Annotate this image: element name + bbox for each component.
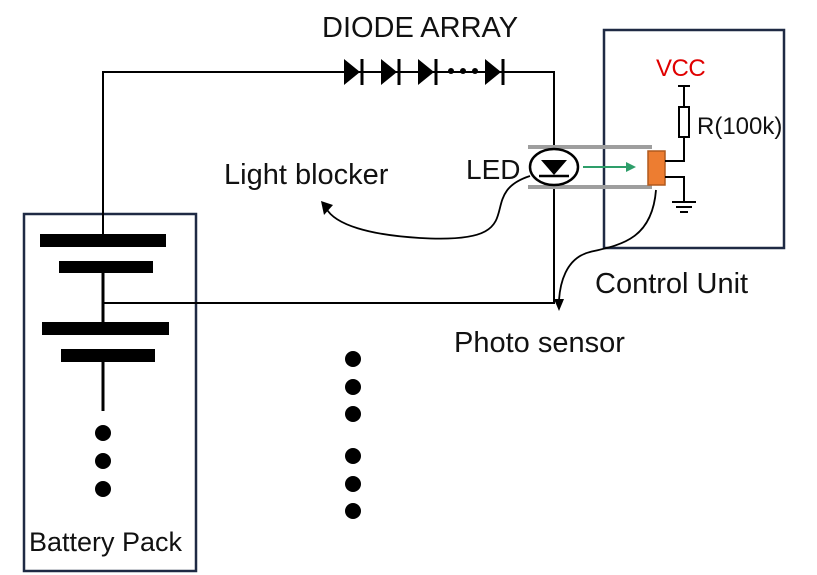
- diode-to-led-wire: [500, 71, 555, 146]
- light-blocker-arrowhead: [321, 201, 333, 215]
- resistor-icon: [665, 85, 690, 162]
- light-beam-arrow: [583, 162, 636, 172]
- battery-cell-icon: [59, 261, 153, 273]
- battery-cell-icon: [42, 322, 169, 335]
- photo-sensor-icon: [647, 150, 666, 186]
- top-wire: [102, 71, 340, 235]
- diode-icon: [485, 59, 505, 85]
- ellipsis-dots-icon: [345, 351, 361, 519]
- vcc-label: VCC: [656, 55, 706, 82]
- battery-cell-icon: [61, 349, 155, 362]
- diode-icon: [418, 59, 438, 85]
- photo-sensor-callout: [558, 189, 657, 301]
- battery-cell-icon: [40, 234, 166, 247]
- light-blocker-callout: [325, 175, 531, 240]
- battery-pack-label: Battery Pack: [29, 527, 183, 557]
- light-blocker-label: Light blocker: [224, 159, 389, 191]
- ellipsis-dots-icon: [95, 425, 111, 497]
- control-unit-label: Control Unit: [595, 268, 749, 300]
- led-label: LED: [466, 154, 521, 185]
- control-unit-box: [602, 28, 786, 250]
- photo-sensor-arrowhead: [554, 299, 564, 311]
- diode-array-label: DIODE ARRAY: [322, 12, 519, 44]
- battery-pack-box: [22, 212, 198, 573]
- led-icon: [528, 147, 580, 187]
- photo-sensor-label: Photo sensor: [454, 327, 625, 359]
- led-return-wire: [103, 186, 555, 304]
- ellipsis-dots-icon: [448, 68, 478, 74]
- ground-icon: [665, 176, 696, 213]
- diode-icon: [381, 59, 401, 85]
- diode-icon: [344, 59, 364, 85]
- resistor-label: R(100k): [697, 113, 783, 140]
